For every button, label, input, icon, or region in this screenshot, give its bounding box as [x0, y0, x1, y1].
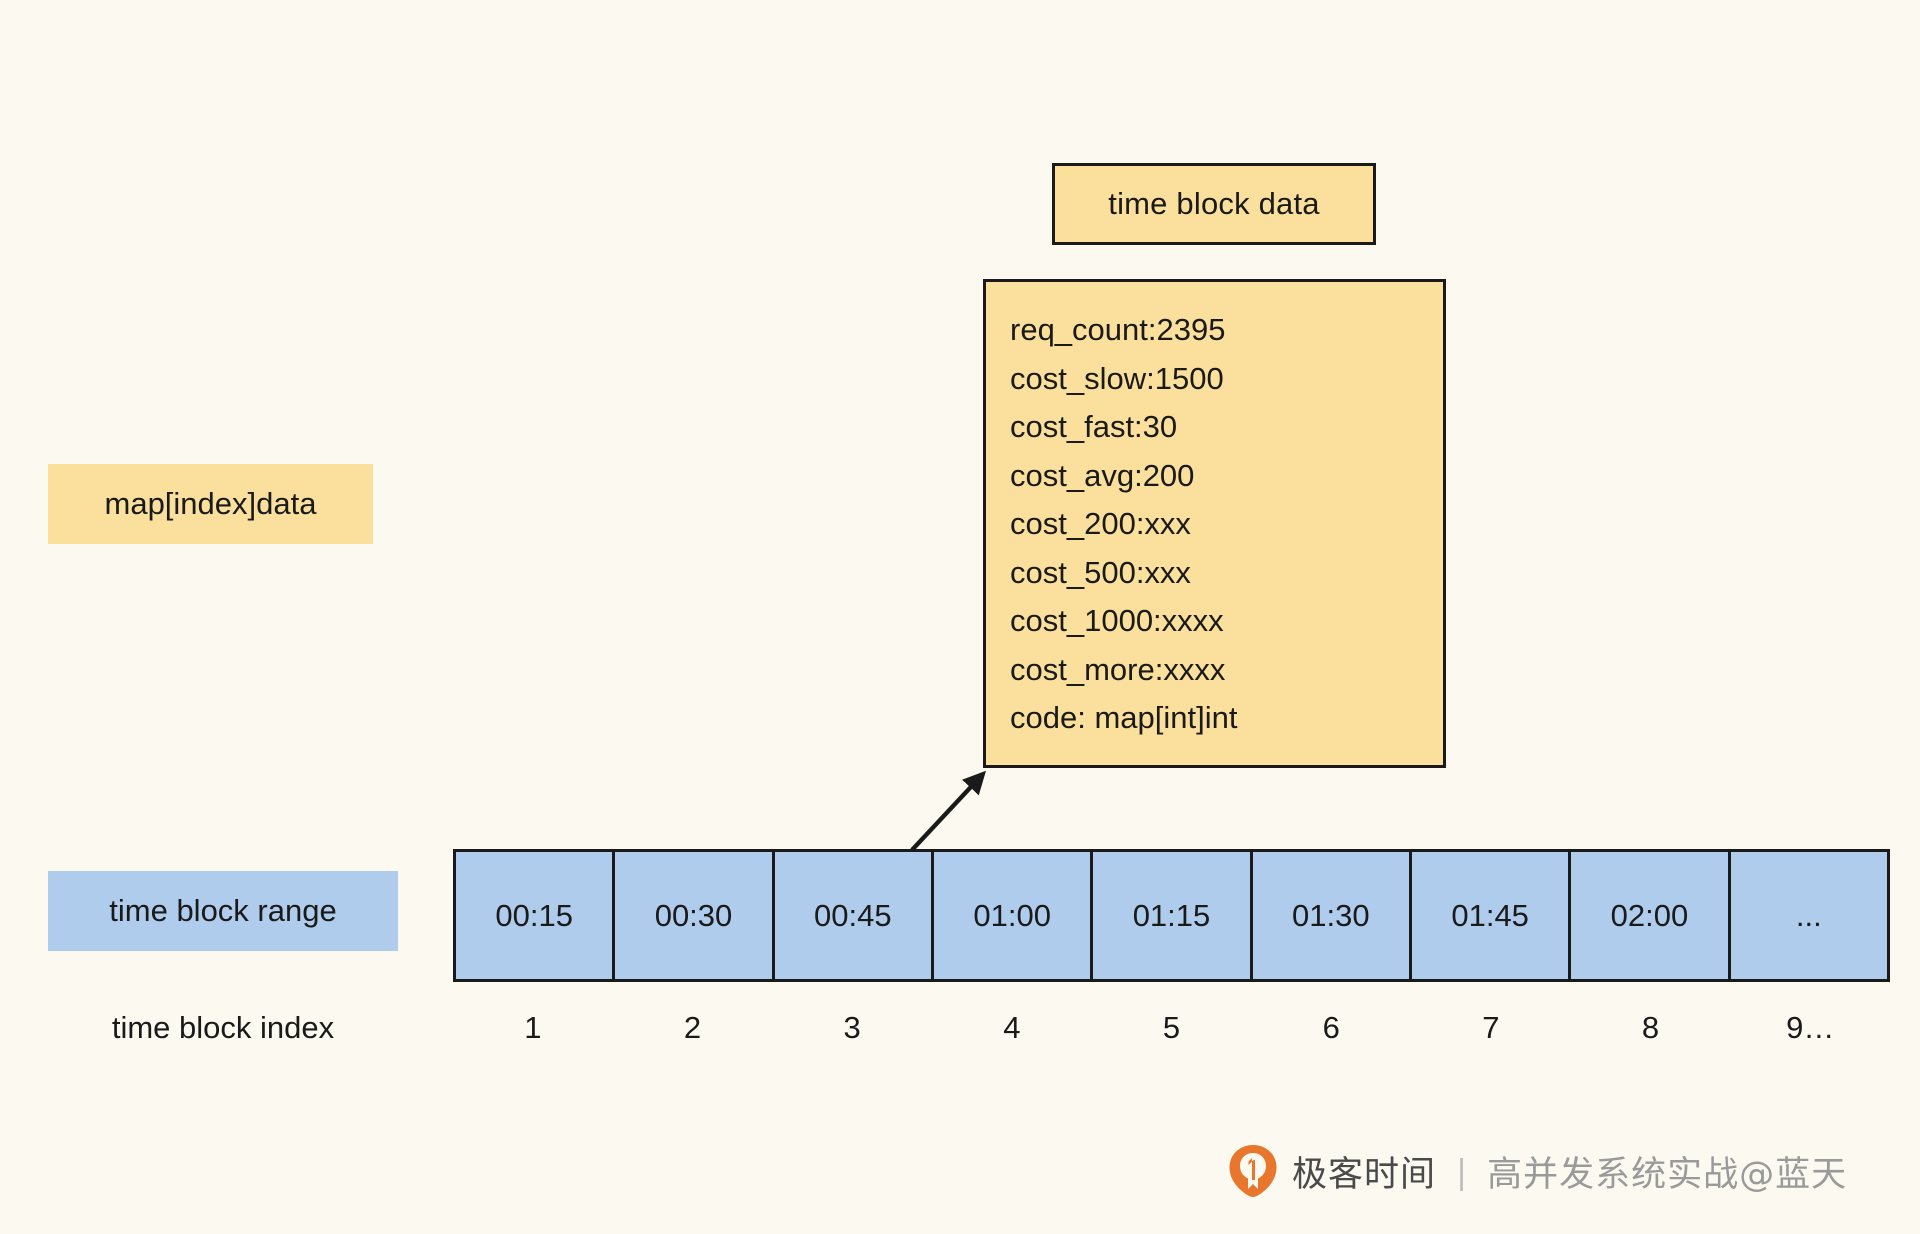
legend-time-block-range: time block range: [48, 871, 398, 951]
time-block-index-value: 4: [1003, 1010, 1021, 1045]
time-block-index-value-ellipsis: 9…: [1786, 1010, 1835, 1045]
time-block-index-value: 8: [1641, 1010, 1660, 1045]
time-block-cell-ellipsis[interactable]: ...: [1730, 852, 1887, 979]
data-line-cost-500: cost_500:xxx: [1010, 554, 1191, 590]
time-block-cell[interactable]: 01:30: [1252, 852, 1412, 979]
time-block-data-detail-box: req_count:2395 cost_slow:1500 cost_fast:…: [983, 279, 1446, 768]
data-line-cost-more: cost_more:xxxx: [1010, 651, 1226, 687]
data-line-cost-avg: cost_avg:200: [1010, 457, 1195, 493]
time-block-cell[interactable]: 00:15: [456, 852, 616, 979]
time-block-index-value: 7: [1482, 1010, 1500, 1045]
time-block-index-value: 3: [843, 1010, 861, 1045]
data-line-code: code: map[int]int: [1010, 700, 1238, 735]
watermark: 极客时间 | 高并发系统实战@蓝天: [1228, 1140, 1847, 1202]
data-line-req-count: req_count:2395: [1010, 312, 1226, 347]
geekbang-logo-icon: [1229, 1145, 1277, 1197]
time-block-range-strip: 00:15 00:30 00:45 01:00 01:15 01:30 01:4…: [453, 849, 1890, 982]
legend-map-index-data: map[index]data: [48, 464, 373, 544]
watermark-course: 高并发系统实战@蓝天: [1487, 1154, 1848, 1195]
pointer-arrow-icon: [910, 770, 987, 852]
watermark-brand: 极客时间: [1292, 1154, 1437, 1195]
legend-time-block-range-label: time block range: [109, 893, 337, 928]
data-line-cost-1000: cost_1000:xxxx: [1010, 603, 1224, 638]
legend-map-index-data-label: map[index]data: [104, 486, 317, 521]
watermark-separator: |: [1456, 1151, 1468, 1191]
time-block-cell[interactable]: 00:30: [615, 852, 775, 979]
legend-time-block-index-label: time block index: [111, 1010, 335, 1045]
time-block-data-title-box: time block data: [1052, 163, 1376, 245]
time-block-cell[interactable]: 02:00: [1571, 852, 1731, 979]
time-block-cell[interactable]: 01:00: [933, 852, 1094, 979]
time-block-cell[interactable]: 00:45: [774, 852, 934, 979]
time-block-index-value: 2: [683, 1010, 702, 1045]
time-block-index-value: 6: [1322, 1010, 1340, 1045]
time-block-index-value: 5: [1162, 1010, 1181, 1045]
legend-time-block-index: time block index: [48, 1000, 398, 1056]
data-line-cost-200: cost_200:xxx: [1010, 506, 1191, 541]
time-block-data-title-label: time block data: [1108, 186, 1320, 221]
data-line-cost-slow: cost_slow:1500: [1010, 360, 1224, 396]
time-block-cell[interactable]: 01:45: [1411, 852, 1572, 979]
time-block-index-row: 1 2 3 4 5 6 7 8 9…: [453, 1000, 1890, 1056]
time-block-index-value: 1: [524, 1010, 542, 1045]
time-block-cell[interactable]: 01:15: [1093, 852, 1253, 979]
data-line-cost-fast: cost_fast:30: [1010, 409, 1178, 444]
